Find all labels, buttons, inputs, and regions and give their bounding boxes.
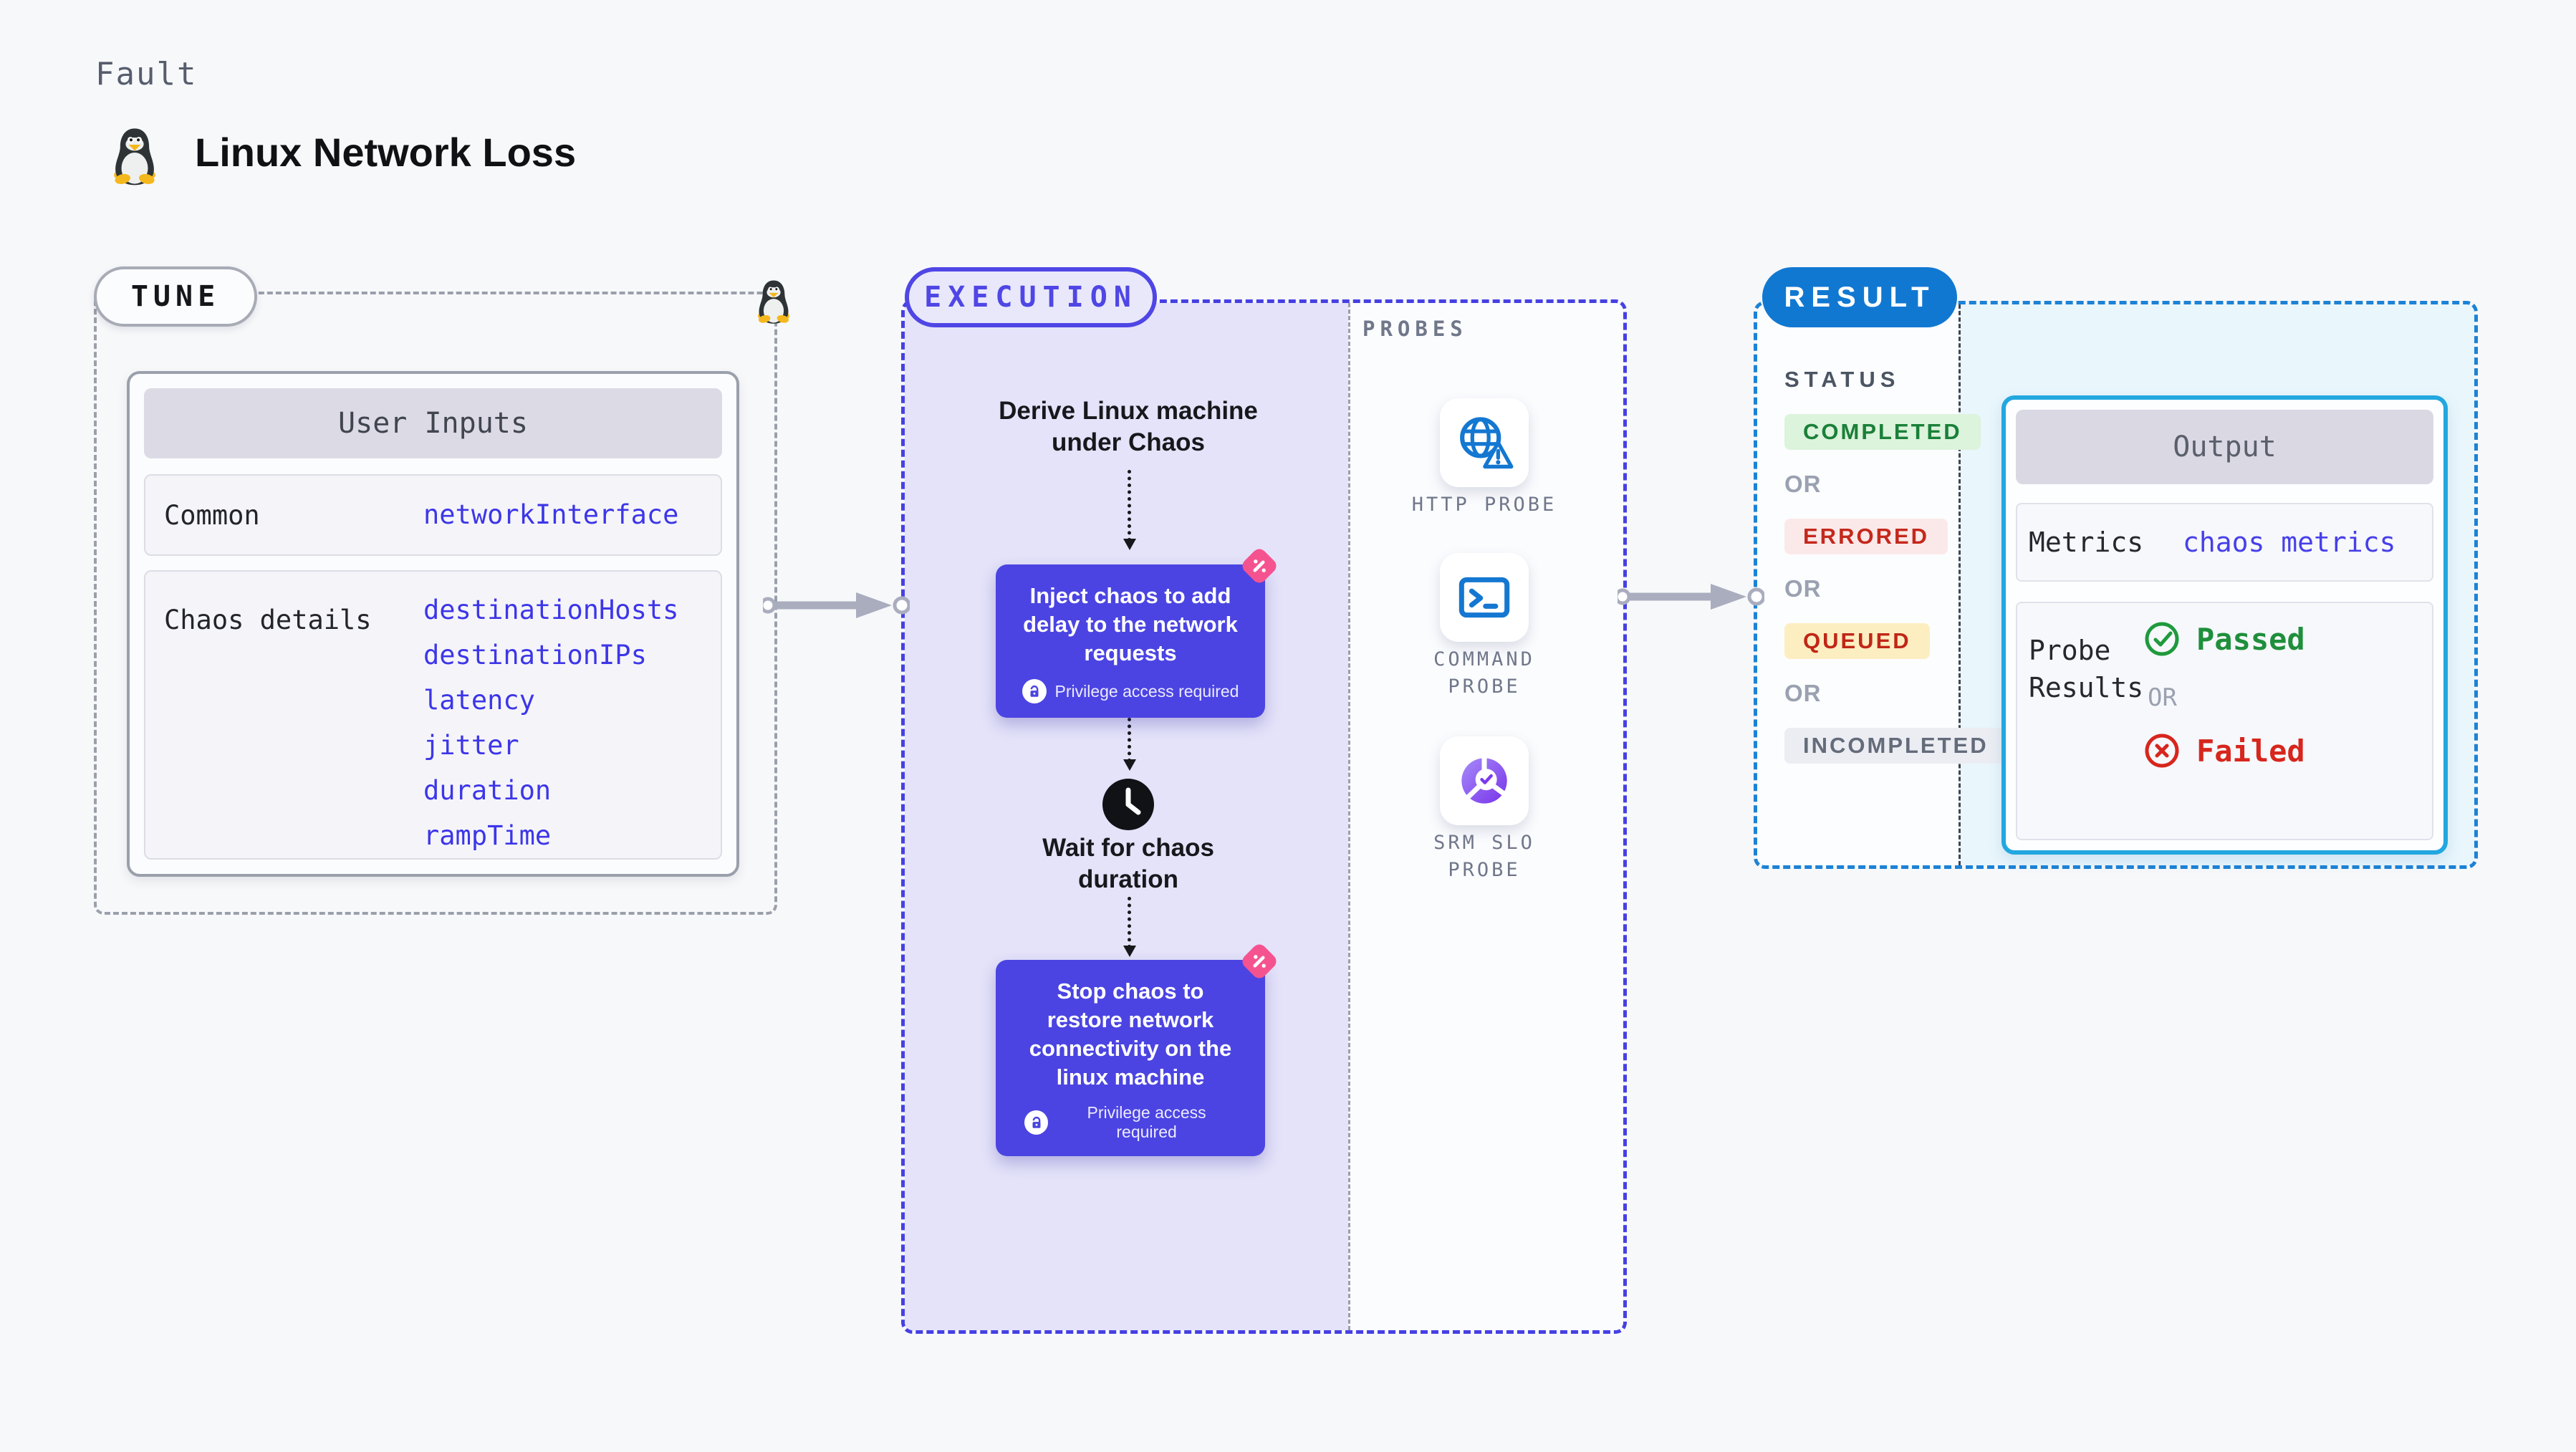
or-separator: OR (1784, 471, 1822, 497)
srm-slo-probe-card (1440, 736, 1529, 825)
input-value: destinationHosts (423, 595, 679, 625)
step-derive-machine: Derive Linux machine under Chaos (999, 397, 1258, 456)
result-badge: RESULT (1762, 267, 1957, 327)
lock-icon (1022, 679, 1047, 703)
lock-icon (1024, 1110, 1049, 1135)
check-circle-icon (2143, 620, 2181, 658)
failed-label: Failed (2196, 733, 2305, 769)
row-values: destinationHosts destinationIPs latency … (408, 572, 721, 858)
linux-tux-icon (112, 128, 158, 186)
output-card: Output Metrics chaos metrics Probe Resul… (2001, 395, 2448, 855)
http-probe-card (1440, 398, 1529, 487)
privilege-access-row: Privilege access required (1022, 679, 1239, 703)
fault-kind-label: Fault (95, 56, 198, 92)
probe-passed-item: Passed (2143, 619, 2305, 659)
user-inputs-row-common: Common networkInterface (144, 474, 722, 556)
status-area (1757, 304, 1959, 865)
probe-results-row: Probe Results Passed OR Failed (2016, 602, 2433, 840)
flow-arrow-down-icon (1123, 897, 1136, 957)
terminal-icon (1453, 566, 1516, 629)
privilege-access-label: Privilege access required (1087, 1103, 1206, 1141)
probe-results-label: Probe Results (2029, 635, 2144, 703)
probe-failed-item: Failed (2143, 731, 2305, 771)
chaos-logo-icon (1236, 543, 1282, 589)
step-inject-chaos-node: Inject chaos to add delay to the network… (996, 564, 1265, 718)
srm-slo-probe-label: SRM SLO PROBE (1433, 832, 1535, 881)
execution-badge: EXECUTION (905, 267, 1157, 327)
input-value: latency (423, 685, 535, 716)
command-probe-card (1440, 553, 1529, 642)
privilege-access-label: Privilege access required (1054, 681, 1239, 701)
inject-chaos-text: Inject chaos to add delay to the network… (1023, 583, 1238, 665)
metrics-label: Metrics (2029, 527, 2144, 558)
status-badge-queued: QUEUED (1784, 623, 1930, 659)
tune-to-execution-arrow (763, 590, 910, 621)
probe-results-values: Passed OR Failed (2143, 603, 2305, 771)
status-badge-completed: COMPLETED (1784, 414, 1981, 450)
status-badge-incompleted: INCOMPLETED (1784, 728, 2007, 764)
flow-arrow-down-icon (1123, 470, 1136, 550)
input-value: destinationIPs (423, 640, 647, 670)
input-value: rampTime (423, 820, 552, 851)
status-badge-errored: ERRORED (1784, 519, 1948, 554)
stop-chaos-text: Stop chaos to restore network connectivi… (1029, 979, 1232, 1090)
row-label: Chaos details (164, 605, 372, 635)
input-value: duration (423, 775, 552, 806)
x-circle-icon (2143, 732, 2181, 769)
row-label: Common (164, 499, 260, 531)
input-value: networkInterface (423, 499, 679, 530)
user-inputs-card: User Inputs Common networkInterface Chao… (127, 371, 739, 877)
metrics-value: chaos metrics (2183, 527, 2396, 558)
flow-arrow-down-icon (1123, 691, 1136, 771)
metrics-row: Metrics chaos metrics (2016, 503, 2433, 582)
globe-alert-icon (1453, 411, 1516, 474)
status-label: STATUS (1784, 367, 1900, 392)
step-wait-duration: Wait for chaos duration (1042, 834, 1214, 893)
command-probe-label: COMMAND PROBE (1433, 648, 1535, 698)
wait-clock-icon (1102, 778, 1155, 831)
user-inputs-header: User Inputs (144, 388, 722, 458)
execution-to-result-arrow (1618, 581, 1764, 612)
probes-label: PROBES (1363, 317, 1468, 341)
user-inputs-row-chaos-details: Chaos details destinationHosts destinati… (144, 570, 722, 860)
input-value: jitter (423, 730, 519, 761)
or-separator: OR (2148, 683, 2177, 712)
slo-pie-icon (1453, 749, 1516, 812)
chaos-logo-icon (1236, 938, 1282, 984)
step-stop-chaos-node: Stop chaos to restore network connectivi… (996, 960, 1265, 1156)
passed-label: Passed (2196, 621, 2305, 657)
tune-badge: TUNE (94, 266, 257, 327)
http-probe-label: HTTP PROBE (1411, 494, 1557, 516)
privilege-access-row: Privilege access required (1024, 1103, 1236, 1142)
or-separator: OR (1784, 680, 1822, 706)
linux-tux-icon-small (756, 280, 791, 324)
output-header: Output (2016, 410, 2433, 484)
status-column: STATUS COMPLETED OR ERRORED OR QUEUED OR… (1784, 367, 2007, 764)
row-values: networkInterface (408, 475, 721, 555)
page-title: Linux Network Loss (195, 130, 577, 175)
or-separator: OR (1784, 575, 1822, 602)
